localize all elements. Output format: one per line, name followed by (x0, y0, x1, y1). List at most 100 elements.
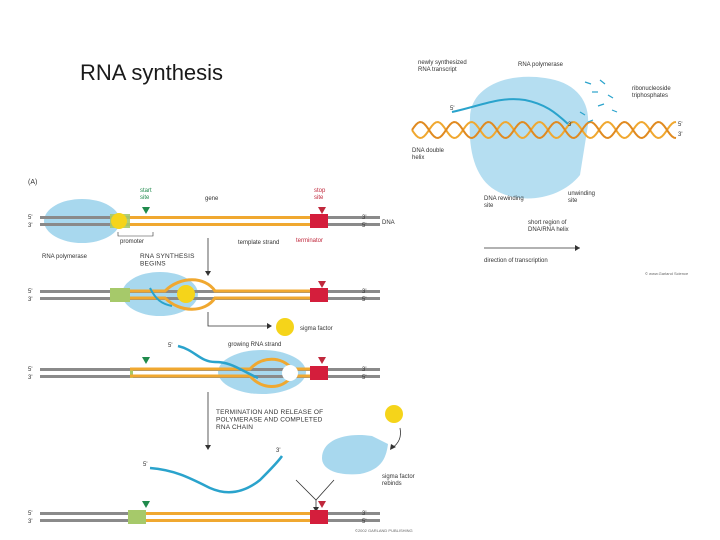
row2-end-five-label: 5' (362, 297, 366, 303)
panel-b-five-prime-label: 5' (450, 106, 454, 112)
row1-five-label: 5' (28, 215, 32, 221)
panel-a-row-3: 5' growing RNA strand 5' 3' 3' 5' (28, 342, 380, 394)
panel-b-copyright: © www.Garland Science (645, 271, 689, 276)
row1-end-five-label: 5' (362, 223, 366, 229)
row4-gene-bottom (146, 519, 310, 522)
row4-five-label: 5' (28, 511, 32, 517)
row4-start-marker (142, 501, 150, 508)
panel-b-three-prime-label: 3' (568, 122, 572, 128)
sigma-release-arrowhead (267, 323, 272, 329)
row1-terminator (310, 214, 328, 228)
row4-stop-marker (318, 501, 326, 508)
step2-arrowhead (205, 445, 211, 450)
panel-a-copyright: ©2002 GARLAND PUBLISHING (355, 528, 413, 533)
row1-polymerase-label: RNA polymerase (42, 254, 88, 260)
row2-stop-marker (318, 281, 326, 288)
panel-a-row-4: 5' 3' 3' 5' (28, 501, 380, 525)
row2-gene-bottom (130, 296, 310, 311)
row4-gene-top (146, 512, 310, 515)
row2-three-label: 3' (28, 297, 32, 303)
panel-b-nucleotides (579, 79, 618, 123)
sigma-release-arrow (207, 312, 268, 327)
row2-dna-top (40, 290, 380, 293)
row3-rna5-label: 5' (168, 343, 172, 349)
row1-gene-top (130, 216, 310, 219)
row1-sigma-factor (111, 213, 127, 229)
completed-rna-3-label: 3' (276, 448, 280, 454)
row2-gene-top (130, 278, 310, 293)
start-site-marker (142, 207, 150, 214)
template-strand-label: template strand (238, 240, 279, 246)
dna-label: DNA (382, 220, 395, 226)
row2-terminator (310, 288, 328, 302)
panel-b-end-3-label: 3' (678, 132, 682, 138)
row3-five-label: 5' (28, 367, 32, 373)
row3-rna (177, 344, 259, 380)
sigma-rebind-arrow (391, 427, 401, 449)
row3-end-three-label: 3' (362, 367, 366, 373)
row3-start-marker (142, 357, 150, 364)
promoter-bracket (117, 232, 154, 237)
terminator-label: terminator (296, 238, 323, 244)
row4-end-three-label: 3' (362, 511, 366, 517)
recycle-arrows (295, 479, 335, 501)
row2-end-three-label: 3' (362, 289, 366, 295)
row3-terminator (310, 366, 328, 380)
row2-rna (149, 287, 173, 307)
rebinding-sigma-factor (385, 405, 403, 423)
panel-b-dna-strand-1 (411, 120, 677, 140)
completed-rna-chain (149, 455, 284, 494)
row1-end-three-label: 3' (362, 215, 366, 221)
panel-b-polymerase-label: RNA polymerase (518, 62, 564, 68)
panel-b-direction-label: direction of transcription (484, 258, 548, 264)
row1-polymerase (44, 199, 120, 243)
row1-three-label: 3' (28, 223, 32, 229)
released-sigma-factor (276, 318, 294, 336)
row4-three-label: 3' (28, 519, 32, 525)
growing-rna-label: growing RNA strand (228, 342, 281, 348)
stop-site-marker (318, 207, 326, 214)
sigma-rebind-arrowhead (390, 444, 396, 450)
row3-promoter (130, 368, 133, 378)
promoter-label: promoter (120, 239, 144, 245)
row3-stop-marker (318, 357, 326, 364)
panel-b-polymerase (469, 76, 589, 199)
row3-unwinding-gap (282, 365, 298, 381)
panel-b-end-5-label: 5' (678, 122, 682, 128)
released-polymerase (322, 434, 388, 475)
row2-promoter (110, 288, 130, 302)
completed-rna-5-label: 5' (143, 462, 147, 468)
row4-promoter (128, 510, 146, 524)
panel-b-rna-transcript (451, 98, 569, 125)
sigma-factor-label: sigma factor (300, 326, 333, 332)
row2-sigma-factor (177, 285, 195, 303)
row4-end-five-label: 5' (362, 519, 366, 525)
row2-five-label: 5' (28, 289, 32, 295)
row2-dna-bottom (40, 297, 380, 300)
panel-b-direction-arrowhead (575, 245, 580, 251)
row3-three-label: 3' (28, 375, 32, 381)
slide-title: RNA synthesis (80, 60, 224, 85)
panel-b-dna-strand-2 (411, 120, 677, 140)
step1-arrowhead (205, 271, 211, 276)
panel-a-row-2: 5' 3' 3' 5' (28, 272, 380, 316)
row3-end-five-label: 5' (362, 375, 366, 381)
row1-gene-bottom (130, 223, 310, 226)
row4-terminator (310, 510, 328, 524)
gene-label: gene (205, 196, 219, 202)
panel-a-label: (A) (28, 179, 37, 186)
